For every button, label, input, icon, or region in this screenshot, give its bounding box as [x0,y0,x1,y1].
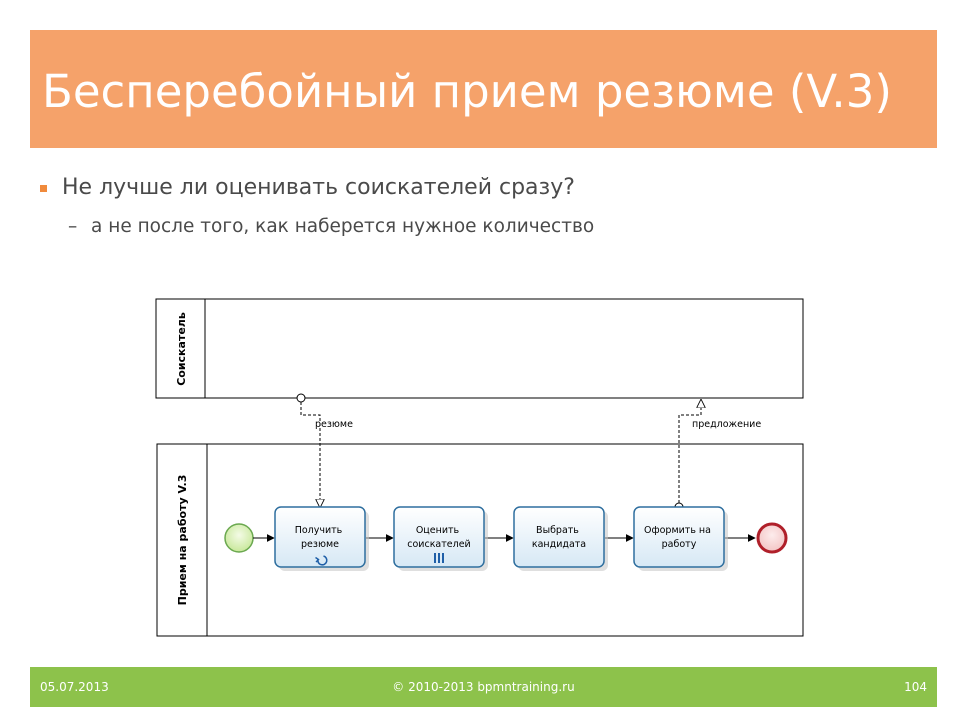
pool-applicant: Соискатель [155,298,804,399]
task-label-line2: кандидата [532,539,586,550]
task-select-candidate: Выбрать кандидата [513,506,608,571]
task-label-line1: Выбрать [536,525,579,536]
start-event [224,523,254,553]
message-resume-label: резюме [315,419,353,430]
task-hire: Оформить на работу [633,506,728,571]
svg-text:Выбрать кандидата: Выбрать кандидата [532,525,586,550]
task-label-line2: резюме [301,539,339,550]
message-offer-label: предложение [692,419,761,430]
title-bar: Бесперебойный прием резюме (V.3) [30,30,937,148]
parallel-multi-instance-icon [434,553,444,563]
pool-hiring-label: Прием на работу V.3 [176,475,189,606]
bpmn-diagram: Соискатель Прием на работу V.3 резюме пр… [155,298,804,637]
task-label-line2: работу [662,539,697,550]
end-event [756,522,788,554]
task-label-line2: соискателей [407,539,470,550]
footer-bar: 05.07.2013 © 2010-2013 bpmntraining.ru 1… [30,667,937,707]
footer-copyright: © 2010-2013 bpmntraining.ru [392,680,575,694]
task-label-line1: Получить [295,525,343,536]
svg-text:Получить резюме: Получить резюме [295,525,346,550]
task-receive-resume: Получить резюме [274,506,369,571]
message-flow-resume: резюме [296,393,353,507]
task-label-line1: Оформить на [644,525,711,536]
pool-applicant-label: Соискатель [175,312,188,386]
bullet-text: Не лучше ли оценивать соискателей сразу? [62,175,575,200]
footer-date: 05.07.2013 [40,680,109,694]
task-label-line1: Оценить [416,525,460,536]
footer-page-number: 104 [904,680,927,694]
sub-bullet-text: а не после того, как наберется нужное ко… [91,216,595,237]
loop-icon [315,555,328,566]
sub-bullet-dash: – [68,216,78,237]
bullet-marker-icon [40,185,47,192]
svg-text:Оценить соискателей: Оценить соискателей [407,525,470,550]
task-evaluate-applicants: Оценить соискателей [393,506,488,571]
svg-text:Оформить на работу: Оформить на работу [644,525,714,550]
slide-title: Бесперебойный прием резюме (V.3) [42,65,892,118]
